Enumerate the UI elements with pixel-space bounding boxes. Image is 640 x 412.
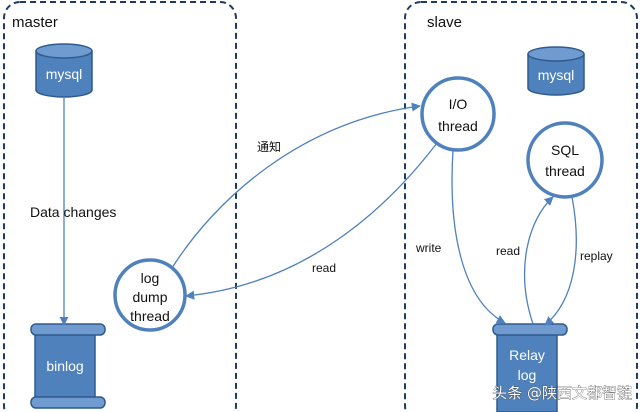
log-dump-line-1: log bbox=[141, 270, 160, 286]
master-container: master bbox=[3, 1, 237, 412]
sql-thread-line-2: thread bbox=[545, 163, 585, 179]
log-dump-line-2: dump bbox=[132, 289, 167, 305]
master-mysql-cylinder: mysql bbox=[35, 43, 93, 98]
edge-replay bbox=[544, 196, 577, 326]
watermark-text: 头条 @陕西文都智链 bbox=[492, 384, 632, 402]
edge-notify bbox=[171, 102, 421, 269]
io-thread-line-2: thread bbox=[438, 118, 478, 134]
io-thread-node: I/O thread bbox=[420, 76, 496, 152]
read-binlog-label: read bbox=[312, 261, 336, 275]
master-label: master bbox=[12, 14, 58, 31]
relay-log-scroll: Relay log bbox=[492, 323, 568, 412]
edges bbox=[59, 98, 577, 326]
data-changes-label: Data changes bbox=[30, 204, 116, 220]
binlog-scroll: binlog bbox=[30, 323, 106, 409]
io-thread-line-1: I/O bbox=[449, 96, 468, 112]
master-mysql-label: mysql bbox=[46, 66, 83, 82]
sql-thread-node: SQL thread bbox=[526, 121, 604, 199]
notify-label: 通知 bbox=[257, 140, 281, 154]
sql-thread-line-1: SQL bbox=[551, 142, 579, 158]
slave-mysql-cylinder: mysql bbox=[527, 46, 585, 96]
edge-read-relay bbox=[523, 196, 554, 325]
slave-mysql-label: mysql bbox=[538, 67, 575, 83]
log-dump-line-3: thread bbox=[130, 308, 170, 324]
relay-log-line-1: Relay bbox=[509, 347, 545, 363]
read-relay-label: read bbox=[496, 244, 520, 258]
slave-label: slave bbox=[427, 14, 462, 31]
log-dump-thread-node: log dump thread bbox=[113, 258, 187, 332]
relay-log-line-2: log bbox=[518, 367, 537, 383]
replay-label: replay bbox=[580, 249, 613, 263]
slave-container: slave bbox=[404, 1, 638, 412]
edge-write bbox=[451, 149, 506, 324]
write-label: write bbox=[415, 241, 442, 255]
edge-read-binlog bbox=[185, 142, 438, 300]
binlog-label: binlog bbox=[46, 358, 83, 374]
